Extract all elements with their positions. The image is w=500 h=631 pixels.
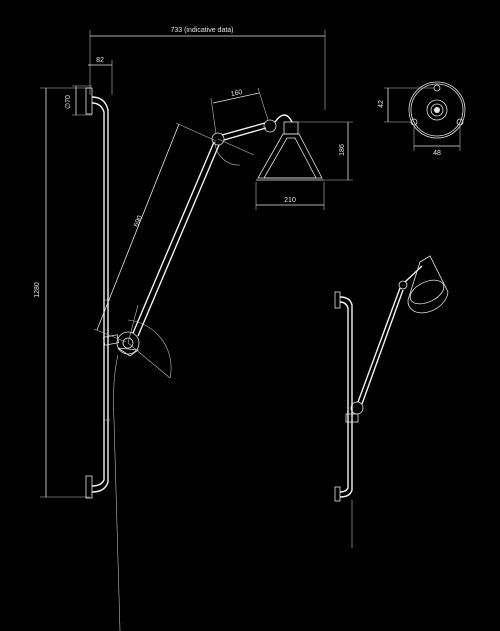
dimension-arm-length: 690 bbox=[93, 122, 215, 343]
upper-arm bbox=[221, 122, 266, 136]
label-height: 1280 bbox=[34, 282, 41, 298]
label-shade-height: 186 bbox=[339, 144, 346, 156]
label-overall-width: 733 (indicative data) bbox=[170, 27, 233, 34]
small-wall-rail bbox=[339, 296, 353, 498]
small-middle-joint bbox=[398, 280, 408, 290]
bottom-wall-plate bbox=[85, 475, 93, 499]
label-shade-width: 210 bbox=[284, 197, 296, 204]
shade-cone bbox=[257, 133, 323, 179]
small-upper-arm bbox=[404, 265, 423, 283]
dimension-shade-width: 210 bbox=[255, 182, 325, 210]
label-arm-upper: 160 bbox=[230, 89, 243, 98]
main-arm bbox=[132, 141, 215, 334]
power-cable bbox=[113, 354, 121, 631]
dimension-base-diameter: ∅70 bbox=[65, 85, 92, 116]
label-plate-width: 48 bbox=[433, 150, 441, 157]
shade-socket bbox=[283, 121, 299, 135]
label-offset: 82 bbox=[96, 57, 104, 64]
plate-outer bbox=[408, 81, 466, 139]
wall-plate-view: 48 42 bbox=[378, 81, 466, 157]
small-shade bbox=[407, 255, 449, 314]
top-wall-plate bbox=[85, 87, 93, 115]
small-lower-joint bbox=[350, 401, 364, 415]
label-base-diameter: ∅70 bbox=[65, 95, 72, 109]
shade-bracket bbox=[274, 114, 293, 123]
middle-swing-arc bbox=[214, 139, 241, 166]
small-top-plate bbox=[334, 291, 341, 309]
label-arm-length: 690 bbox=[133, 215, 144, 229]
dimension-arm-upper: 160 bbox=[210, 87, 269, 135]
dimension-offset: 82 bbox=[88, 57, 113, 95]
main-lamp bbox=[85, 87, 324, 631]
label-plate-height: 42 bbox=[378, 100, 385, 108]
dimension-shade-height: 186 bbox=[298, 121, 353, 181]
small-bottom-plate bbox=[334, 486, 341, 502]
dimension-height: 1280 bbox=[34, 87, 90, 498]
wall-rail bbox=[91, 96, 109, 493]
dimension-overall-width: 733 (indicative data) bbox=[89, 27, 326, 110]
upper-joint bbox=[263, 119, 277, 133]
small-lamp-view bbox=[334, 255, 449, 548]
small-main-arm bbox=[357, 287, 401, 403]
